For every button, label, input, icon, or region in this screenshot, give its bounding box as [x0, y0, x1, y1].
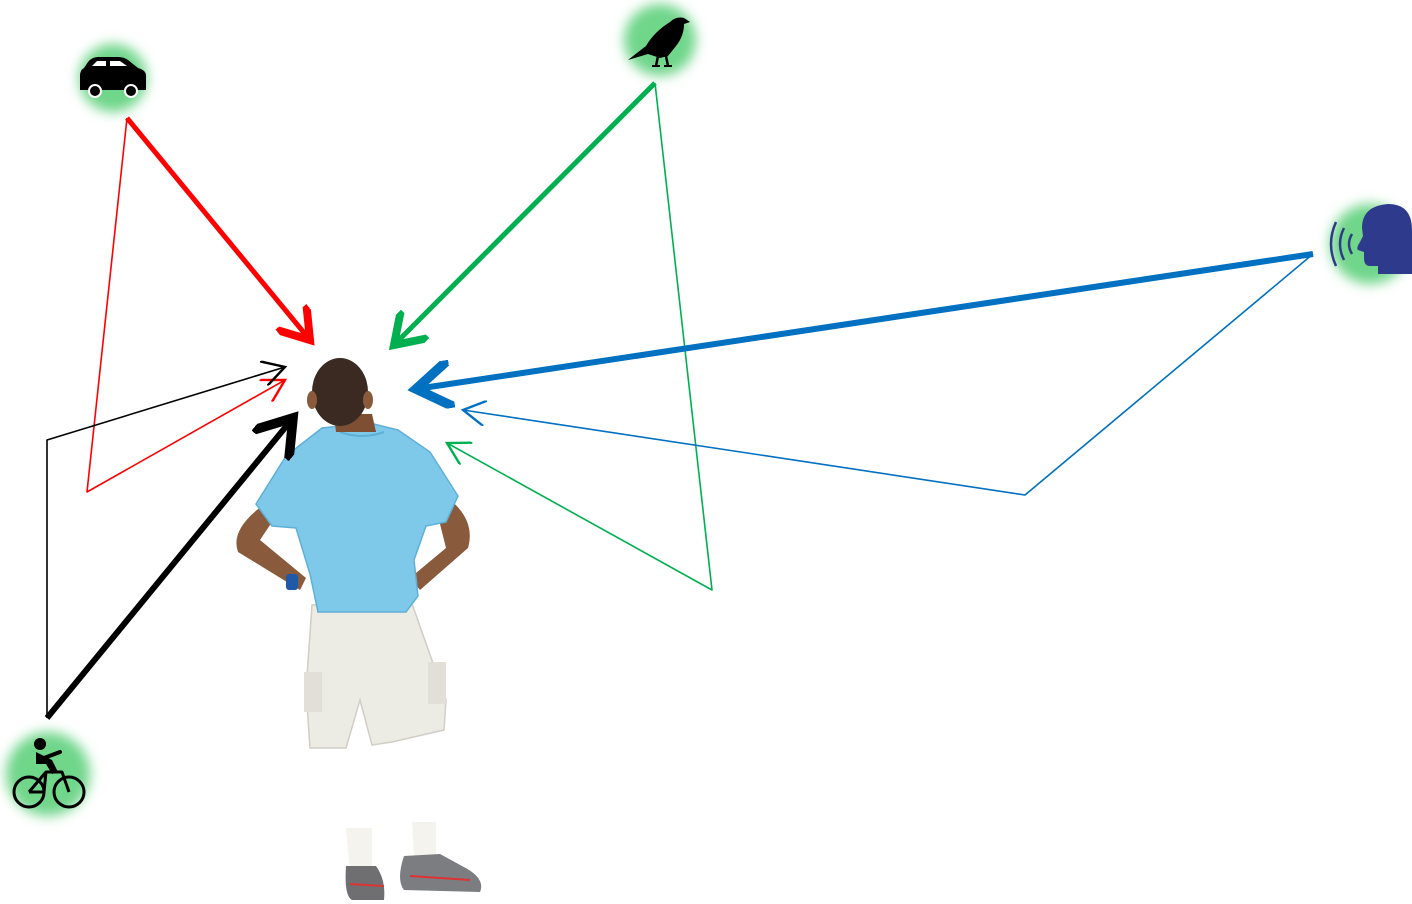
bird-direct-path: [394, 83, 655, 345]
car-icon: [79, 44, 147, 112]
paths-layer: [47, 83, 1313, 718]
car-reflected-path: [87, 118, 285, 492]
bicycle-icon: [6, 732, 90, 816]
car-direct-path: [127, 118, 310, 340]
speaker-reflected-path: [463, 254, 1313, 495]
speaking-head-icon: [1330, 204, 1412, 284]
bicycle-direct-path: [47, 418, 293, 718]
bird-icon: [624, 4, 696, 76]
speaker-direct-path: [416, 254, 1313, 389]
